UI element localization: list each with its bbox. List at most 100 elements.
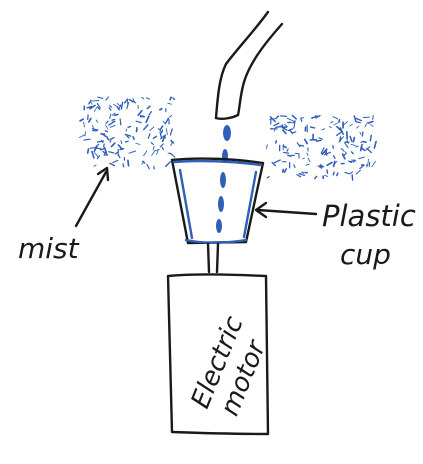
mist-speck <box>111 112 116 116</box>
mist-speck <box>350 143 357 146</box>
mist-speck <box>371 160 377 168</box>
mist-speck <box>102 143 105 148</box>
mist-speck <box>127 159 130 167</box>
mist-speck <box>146 97 151 100</box>
mist-speck <box>132 98 135 103</box>
mist-speck <box>126 135 130 139</box>
mist-speck <box>326 169 329 174</box>
mist-speck <box>119 147 125 151</box>
mist-speck <box>359 165 364 170</box>
mist-speck <box>152 135 158 140</box>
mist-speck <box>145 115 150 124</box>
mist-speck <box>99 148 105 151</box>
mist-speck <box>109 124 116 128</box>
mist-speck <box>127 125 132 129</box>
mist-speck <box>123 98 129 104</box>
mist-speck <box>118 104 122 111</box>
mist-label: mist <box>18 232 80 265</box>
mist-speck <box>87 117 92 123</box>
mist-speck <box>161 134 167 143</box>
mist-speck <box>110 142 116 148</box>
mist-speck <box>154 149 160 152</box>
mist-speck <box>358 156 365 160</box>
motor-label-group: Electric motor <box>186 312 273 420</box>
mist-arrow <box>74 166 110 228</box>
mist-speck <box>161 129 164 134</box>
mist-speck <box>106 137 110 141</box>
mist-speck <box>282 144 287 149</box>
mist-speck <box>275 115 280 119</box>
cup-arrow <box>254 201 318 219</box>
mist-speck <box>321 128 325 131</box>
mist-speck <box>114 151 119 155</box>
mist-speck <box>91 100 100 102</box>
mist-speck <box>108 105 113 108</box>
mist-speck <box>169 114 173 118</box>
mist-speck <box>120 101 124 110</box>
mist-speck <box>113 103 119 108</box>
mist-speck <box>282 126 288 129</box>
mist-speck <box>130 100 137 104</box>
mist-speck <box>151 149 156 156</box>
mist-speck <box>356 125 360 129</box>
mist-speck <box>355 117 363 122</box>
mist-speck <box>146 105 151 110</box>
mist-speck <box>336 131 343 136</box>
mist-speck <box>269 118 277 120</box>
mist-speck <box>299 144 305 147</box>
mist-speck <box>353 160 355 164</box>
mist-speck <box>326 161 333 167</box>
mist-speck <box>97 96 104 99</box>
mist-speck <box>323 151 331 156</box>
mist-speck <box>292 131 297 134</box>
mist-speck <box>170 142 173 146</box>
mist-speck <box>334 160 338 164</box>
mist-speck <box>292 120 296 124</box>
mist-speck <box>109 136 115 140</box>
mist-speck <box>367 158 369 167</box>
mist-speck <box>105 96 110 101</box>
mist-speck <box>273 122 280 127</box>
mist-speck <box>107 151 115 154</box>
mist-speck <box>100 139 104 144</box>
mist-speck <box>90 101 93 105</box>
mist-speck <box>282 127 288 131</box>
mist-speck <box>97 106 101 111</box>
plastic-cup <box>170 157 265 245</box>
mist-speck <box>316 114 321 118</box>
mist-speck <box>332 155 336 159</box>
mist-speck <box>340 148 345 152</box>
mist-speck <box>333 121 341 126</box>
mist-speck <box>172 97 176 101</box>
mist-speck <box>112 159 119 164</box>
mist-speck <box>150 142 154 146</box>
mist-speck <box>93 147 102 150</box>
mist-speck <box>135 120 142 124</box>
mist-speck <box>338 118 341 123</box>
mist-speck <box>170 139 175 144</box>
mist-speck <box>96 155 101 160</box>
mist-speck <box>165 128 168 136</box>
mist-speck <box>108 120 116 126</box>
electric-motor-box <box>166 273 270 436</box>
water-stream <box>216 125 231 233</box>
mist-speck <box>282 151 290 154</box>
cup-label: cup <box>340 238 391 271</box>
mist-speck <box>303 138 309 145</box>
mist-speck <box>105 124 109 130</box>
mist-speck <box>364 121 369 128</box>
mist-speck <box>349 135 353 143</box>
mist-speck <box>355 169 362 175</box>
mist-speck <box>332 116 339 120</box>
mist-speck <box>159 131 163 139</box>
mist-speck <box>139 115 145 118</box>
mist-speck <box>141 96 145 100</box>
mist-speck <box>314 175 318 180</box>
mist-speck <box>298 173 306 177</box>
mist-speck <box>162 136 167 139</box>
mist-speck <box>165 161 171 168</box>
mist-speck <box>305 163 310 166</box>
mist-speck <box>89 104 96 110</box>
mist-speck <box>91 150 95 159</box>
mist-speck <box>93 106 98 112</box>
